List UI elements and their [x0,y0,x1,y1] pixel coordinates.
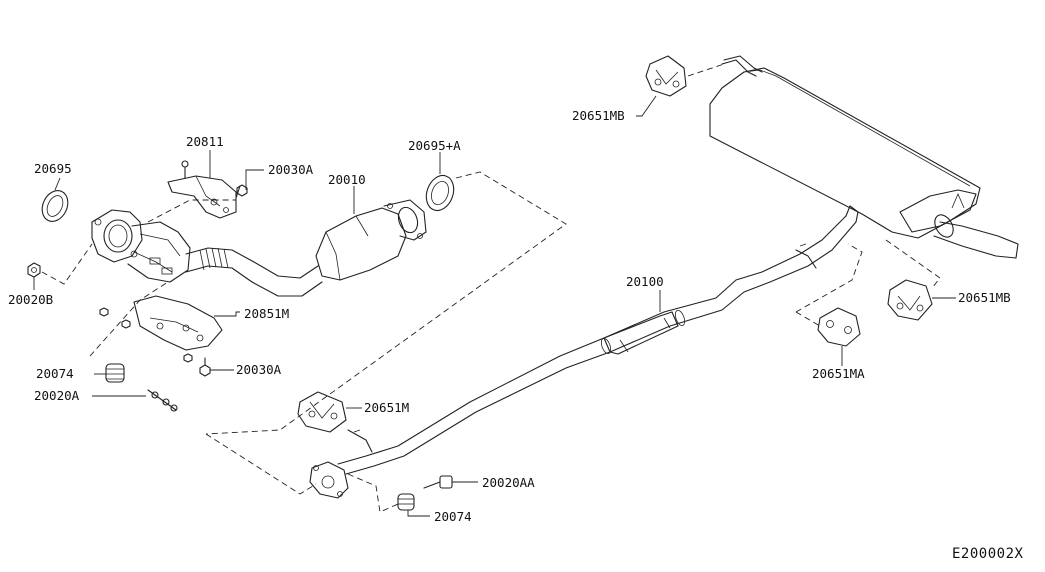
label-20074-bottom: 20074 [434,509,472,524]
label-20020aa: 20020AA [482,475,535,490]
spring-20074-left[interactable] [105,363,125,383]
label-20010: 20010 [328,172,366,187]
label-20695: 20695 [34,161,72,176]
bolt-small-lower-b[interactable] [121,319,131,329]
bolt-20030a-top[interactable] [235,184,248,199]
bolt-20030a-bottom[interactable] [199,357,211,377]
bolt-small-top[interactable] [181,160,189,179]
hanger-20651m[interactable] [297,391,347,433]
hanger-20651ma[interactable] [817,307,861,347]
label-20651mb-right: 20651MB [958,290,1011,305]
catalytic-converter-20010[interactable] [315,199,427,281]
label-20651mb-top: 20651MB [572,108,625,123]
label-20074-left: 20074 [36,366,74,381]
spring-20074-bottom[interactable] [397,493,415,511]
bolt-small-lower-c[interactable] [183,353,193,363]
bolt-20020aa[interactable] [423,475,453,489]
label-20651m: 20651M [364,400,409,415]
center-pipe-20100[interactable] [309,215,857,499]
heat-insulator-20851m[interactable] [133,295,223,351]
stud-bolt-20020a[interactable] [147,389,178,412]
gasket-20695[interactable] [37,186,72,225]
heat-insulator-20811[interactable] [167,175,237,219]
label-20030a-top: 20030A [268,162,314,177]
main-muffler[interactable] [709,55,1019,259]
label-20030a-bottom: 20030A [236,362,282,377]
hanger-20651mb-right[interactable] [887,279,933,321]
label-20851m: 20851M [244,306,289,321]
label-20020a: 20020A [34,388,80,403]
nut-20020b[interactable] [27,262,41,278]
gasket-20695a[interactable] [422,172,459,215]
label-20100: 20100 [626,274,664,289]
label-20695a: 20695+A [408,138,461,153]
manifold-catalyst[interactable] [91,209,323,297]
bolt-small-lower-a[interactable] [99,307,109,317]
hanger-20651mb-top[interactable] [645,55,687,97]
figure-code: E200002X [952,546,1024,562]
label-20811: 20811 [186,134,224,149]
label-20651ma: 20651MA [812,366,865,381]
label-20020b: 20020B [8,292,53,307]
